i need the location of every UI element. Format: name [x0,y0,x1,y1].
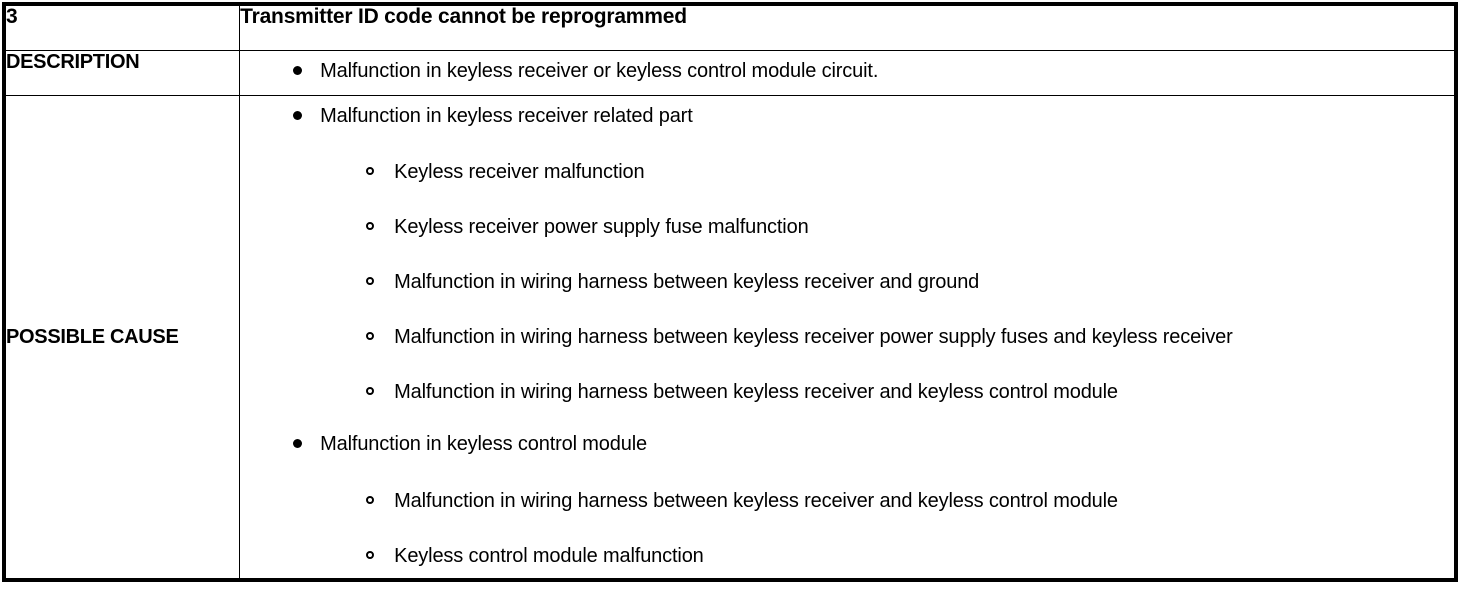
list-item-text: Keyless receiver power supply fuse malfu… [394,216,809,238]
bullet-disc-icon [293,111,303,120]
list-item-text: Keyless control module malfunction [394,545,704,567]
list-item-text: Malfunction in wiring harness between ke… [394,326,1233,348]
list-item: Malfunction in wiring harness between ke… [240,489,1454,515]
bullet-circle-icon [366,166,375,175]
list-item-text: Malfunction in wiring harness between ke… [394,381,1118,403]
list-item-text: Keyless receiver malfunction [394,161,645,183]
table-row-possible-cause: POSSIBLE CAUSE Malfunction in keyless re… [3,95,1457,581]
list-item-text: Malfunction in keyless receiver or keyle… [320,60,879,82]
list-item-text: Malfunction in keyless receiver related … [320,105,693,127]
bullet-circle-icon [366,495,375,504]
list-item: Malfunction in wiring harness between ke… [240,380,1454,406]
list-item: Malfunction in wiring harness between ke… [240,325,1454,351]
list-item: Malfunction in wiring harness between ke… [240,270,1454,296]
bullet-circle-icon [366,386,375,395]
bullet-circle-icon [366,550,375,559]
list-item-text: Malfunction in wiring harness between ke… [394,490,1118,512]
list-item-text: Malfunction in wiring harness between ke… [394,271,980,293]
code-number-cell: 3 [3,3,241,51]
list-item-text: Malfunction in keyless control module [320,433,647,455]
description-content-cell: Malfunction in keyless receiver or keyle… [239,50,1457,96]
list-item: Malfunction in keyless receiver related … [240,105,1454,131]
table-row-description: DESCRIPTION Malfunction in keyless recei… [3,50,1457,96]
list-item: Malfunction in keyless control module [240,433,1454,459]
bullet-circle-icon [366,221,375,230]
possible-cause-list: Malfunction in keyless receiver related … [240,96,1454,578]
row-label-possible-cause: POSSIBLE CAUSE [3,95,241,581]
list-item: Keyless receiver power supply fuse malfu… [240,215,1454,241]
bullet-circle-icon [366,276,375,285]
bullet-disc-icon [293,66,303,75]
list-item: Keyless control module malfunction [240,544,1454,570]
row-label-description: DESCRIPTION [3,50,241,96]
bullet-circle-icon [366,331,375,340]
table-row-code-header: 3 Transmitter ID code cannot be reprogra… [3,3,1457,51]
list-item: Keyless receiver malfunction [240,160,1454,186]
code-title-cell: Transmitter ID code cannot be reprogramm… [239,3,1457,51]
list-item: Malfunction in keyless receiver or keyle… [240,60,1454,86]
bullet-disc-icon [293,439,303,448]
dtc-table: 3 Transmitter ID code cannot be reprogra… [2,2,1458,582]
description-list: Malfunction in keyless receiver or keyle… [240,51,1454,95]
possible-cause-content-cell: Malfunction in keyless receiver related … [239,95,1457,581]
